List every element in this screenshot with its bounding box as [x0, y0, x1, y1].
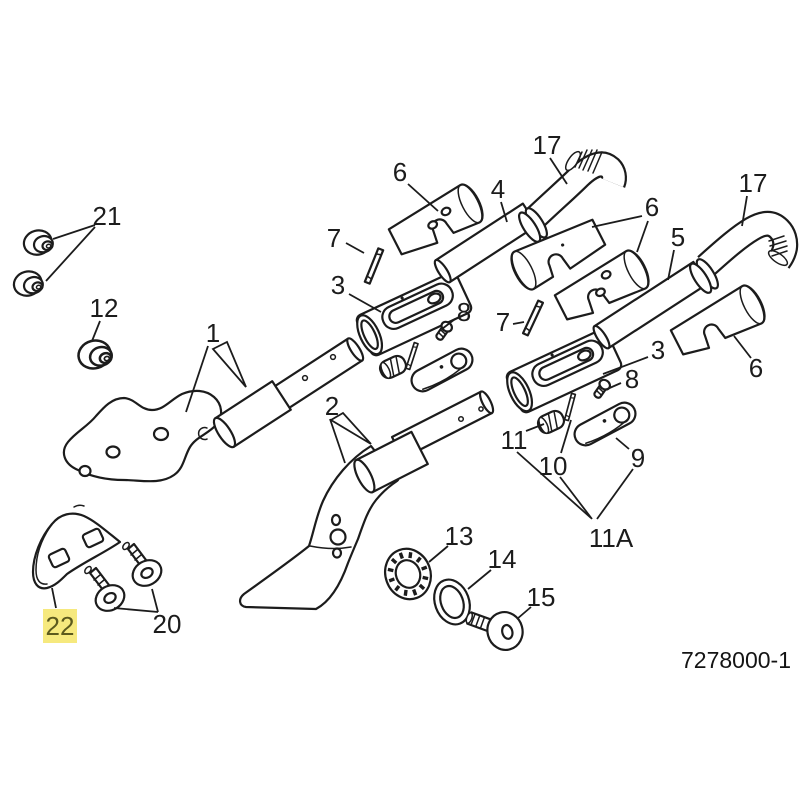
leader-line-17: [741, 195, 748, 227]
leader-line-4: [500, 201, 508, 223]
trim-ring-13: [384, 547, 432, 601]
leader-line-21: [52, 224, 96, 240]
leader-line-20: [151, 588, 159, 613]
callout-17-12[interactable]: 17: [739, 168, 768, 198]
muffler-3-right: [505, 328, 623, 414]
callout-8-9[interactable]: 8: [457, 297, 471, 327]
callout-8-15[interactable]: 8: [625, 364, 639, 394]
leader-line-2: [329, 418, 346, 464]
leader-line-7: [345, 242, 365, 254]
plate-9-left: [410, 347, 474, 393]
screw-15: [465, 610, 524, 652]
leader-line-21: [45, 226, 96, 282]
clamp-6-right: [669, 284, 766, 356]
screw-8-left: [435, 320, 454, 341]
gasket-14: [433, 578, 471, 626]
pipe-4: [433, 202, 539, 284]
callout-20-24[interactable]: 20: [153, 609, 182, 639]
callout-17-6[interactable]: 17: [533, 130, 562, 160]
callout-14-22[interactable]: 14: [488, 544, 517, 574]
collar-5: [689, 258, 719, 294]
callout-3-8[interactable]: 3: [331, 270, 345, 300]
highlight-box-22: [43, 609, 77, 643]
leader-line-8: [441, 318, 456, 330]
leader-line-1: [185, 345, 209, 413]
pin-7-left: [363, 247, 385, 285]
callout-7-7[interactable]: 7: [327, 223, 341, 253]
grommet-12: [77, 339, 114, 370]
leader-line-5: [667, 249, 675, 281]
leader-line-10: [560, 419, 572, 454]
leader-line-6: [407, 183, 439, 212]
front-pipe-assembly-1: [62, 337, 365, 483]
leader-arrow-1: [211, 340, 247, 388]
plate-9-right: [573, 401, 637, 447]
callout-3-14[interactable]: 3: [651, 335, 665, 365]
callout-1-2[interactable]: 1: [206, 318, 220, 348]
callout-9-19[interactable]: 9: [631, 443, 645, 473]
heat-shield-22: [31, 504, 122, 590]
callout-10-18[interactable]: 10: [539, 451, 568, 481]
leader-line-12: [91, 320, 101, 342]
callout-2-3[interactable]: 2: [325, 391, 339, 421]
callout-21-0[interactable]: 21: [93, 201, 122, 231]
tailpipe-17-right: [697, 210, 799, 276]
leader-line-20: [113, 607, 159, 613]
callout-11A-20[interactable]: 11A: [589, 523, 634, 553]
muffler-3-left: [355, 271, 473, 357]
clamp-6-middle-upper: [510, 218, 607, 291]
clamp-6-top-left: [387, 183, 484, 256]
spring-pin-11-right: [536, 409, 566, 435]
callout-6-16[interactable]: 6: [749, 353, 763, 383]
leader-line-6: [591, 215, 643, 228]
callout-11-17[interactable]: 11: [501, 425, 528, 455]
leader-line-11: [525, 423, 545, 432]
screw-8-right: [593, 378, 612, 399]
leader-arrow-2: [329, 411, 372, 445]
callout-12-1[interactable]: 12: [90, 293, 119, 323]
callout-6-4[interactable]: 6: [393, 157, 407, 187]
washer-screws-20: [84, 541, 163, 612]
spring-pin-11-left: [378, 354, 408, 380]
drawing-number: 7278000-1: [681, 647, 791, 673]
tailpipe-17-left: [525, 149, 627, 229]
collar-4: [518, 207, 548, 243]
leader-line-13: [428, 545, 449, 563]
leader-line-22: [51, 587, 57, 609]
callout-13-21[interactable]: 13: [445, 521, 474, 551]
leader-line-11: [516, 451, 592, 519]
leader-line-9: [615, 437, 630, 450]
leader-line-6: [636, 220, 649, 253]
pin-7-right: [521, 299, 545, 337]
leader-line-9: [596, 468, 634, 520]
leader-line-6: [733, 335, 752, 359]
leader-line-3: [602, 356, 649, 375]
callout-4-5[interactable]: 4: [491, 174, 505, 204]
callout-6-10[interactable]: 6: [645, 192, 659, 222]
leader-line-14: [467, 569, 492, 590]
grommet-pair-21: [12, 229, 54, 297]
leader-line-3: [348, 293, 382, 313]
leader-line-15: [516, 606, 532, 620]
pin-10-left: [405, 341, 419, 371]
pin-10-right: [563, 392, 577, 422]
callout-15-23[interactable]: 15: [527, 582, 556, 612]
callout-7-13[interactable]: 7: [496, 307, 510, 337]
leader-line-7: [512, 321, 525, 325]
callout-5-11[interactable]: 5: [671, 222, 685, 252]
clamp-6-middle-lower: [553, 249, 650, 321]
leader-line-17: [549, 157, 568, 185]
rear-pipe-assembly-2: [239, 390, 495, 611]
leader-line-8: [604, 382, 622, 391]
leader-line-10: [559, 476, 593, 520]
leader-lines: [45, 157, 752, 620]
callout-22-25[interactable]: 22: [46, 611, 75, 641]
